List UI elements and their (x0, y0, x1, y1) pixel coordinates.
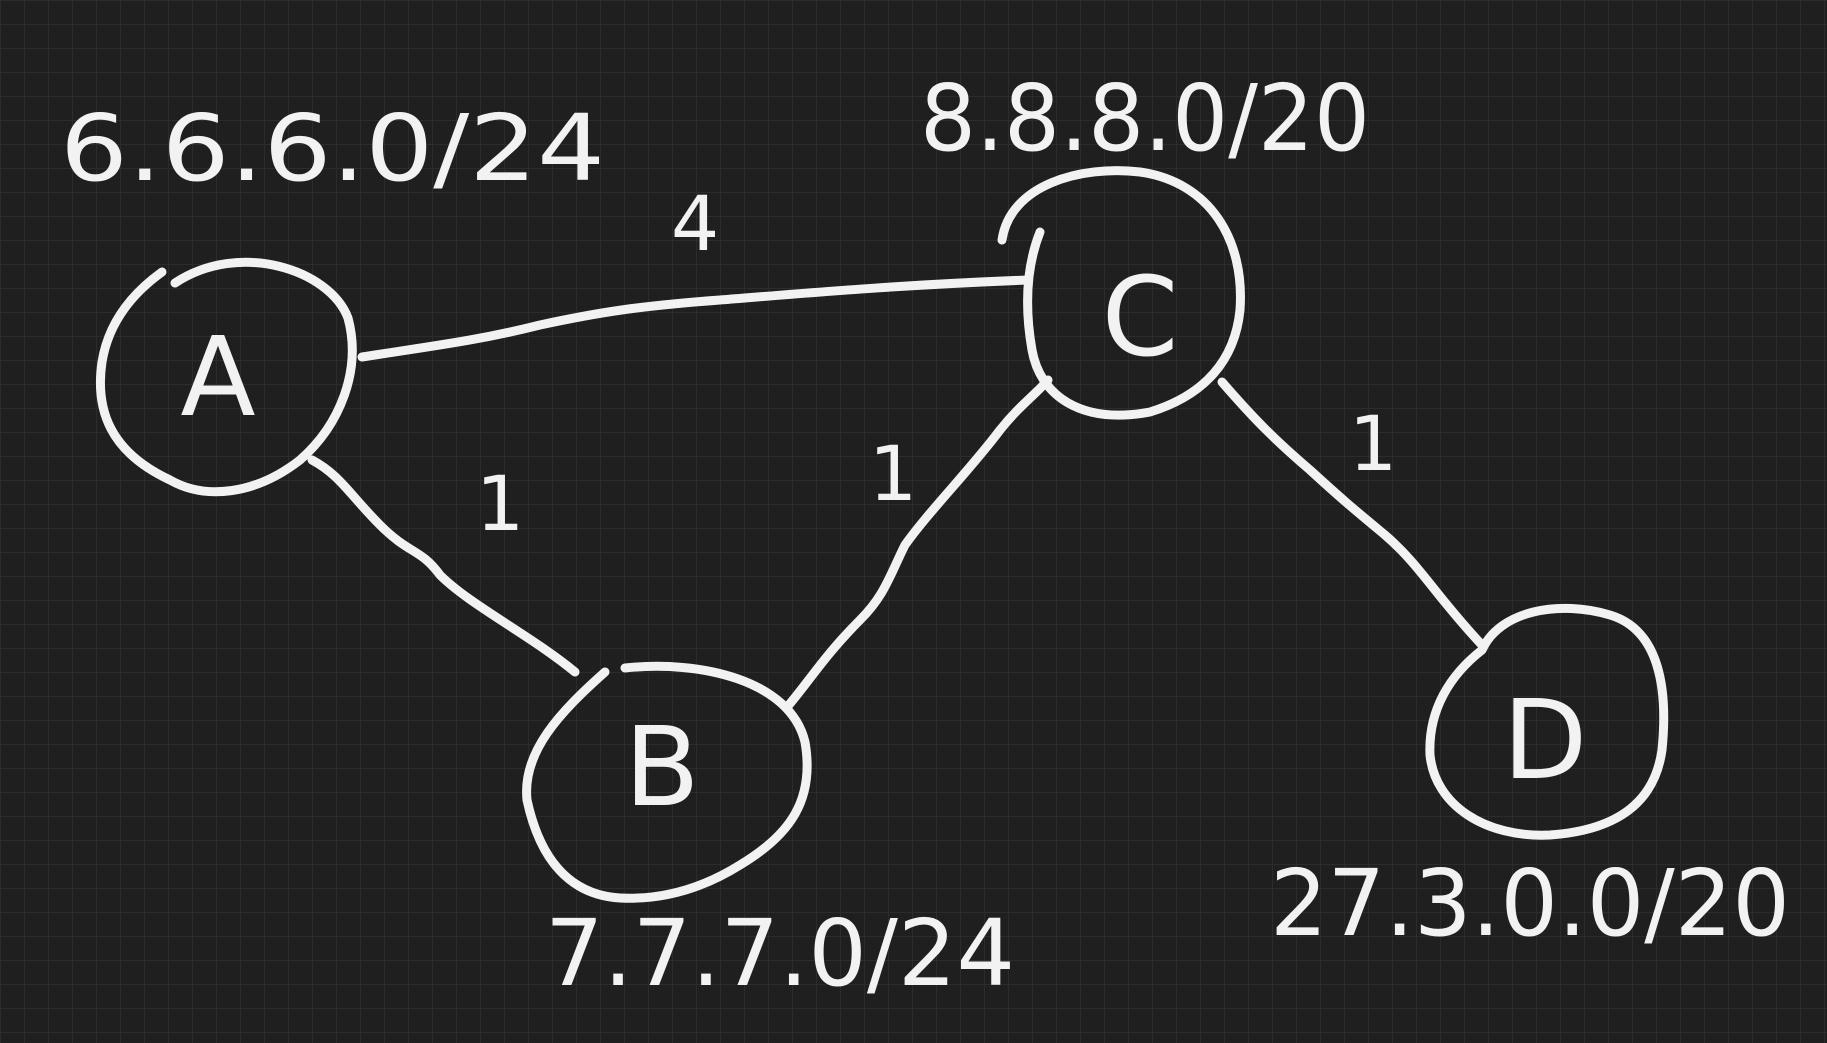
node-a-label: A (180, 313, 255, 441)
subnet-label-b: 7.7.7.0/24 (545, 900, 1015, 1007)
node-c-circle[interactable] (997, 166, 1245, 420)
edge-a-b (307, 455, 580, 677)
weight-b-c: 1 (869, 429, 917, 518)
node-b-circle[interactable] (522, 661, 812, 903)
node-d-circle[interactable] (1425, 603, 1669, 840)
weight-a-c: 4 (671, 179, 719, 268)
subnet-label-a: 6.6.6.0/24 (60, 95, 605, 202)
weight-a-b: 1 (476, 459, 524, 548)
edge-c-d (1217, 377, 1487, 650)
weight-c-d: 1 (1349, 399, 1397, 488)
node-d-label: D (1503, 676, 1588, 804)
subnet-label-d: 27.3.0.0/20 (1270, 850, 1790, 957)
edge-a-c (357, 275, 1033, 362)
node-a-circle[interactable] (95, 257, 357, 497)
subnet-label-c: 8.8.8.0/20 (920, 65, 1370, 172)
edge-b-c (783, 375, 1053, 711)
node-c-label: C (1102, 253, 1179, 381)
node-b-label: B (624, 703, 699, 831)
